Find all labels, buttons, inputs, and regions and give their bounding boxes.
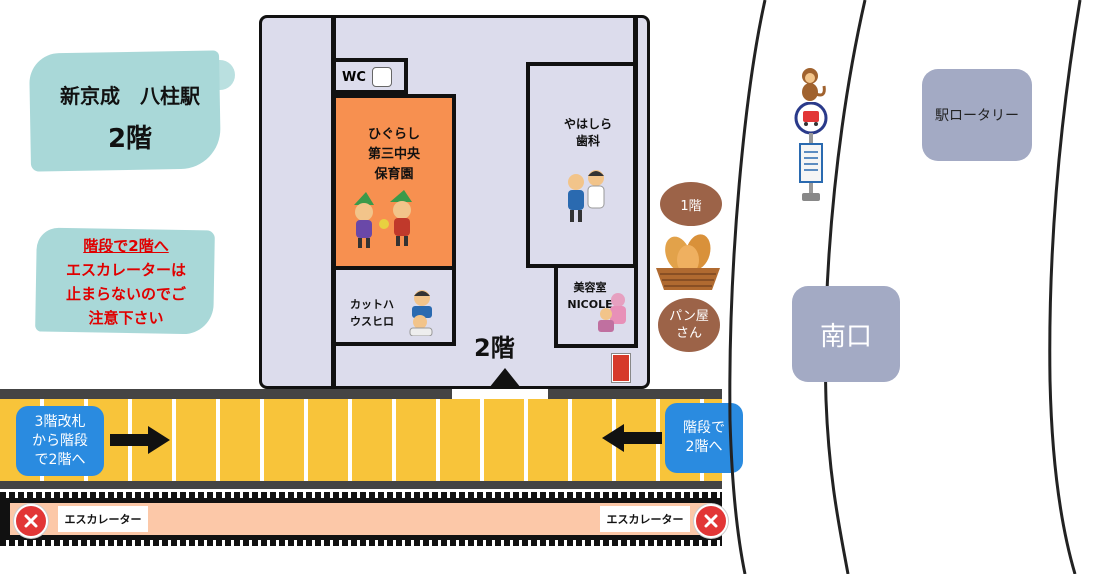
room-dental[interactable] [526,62,638,268]
bread-basket-icon [656,234,720,290]
salon-illustration-icon [598,293,626,332]
right-button-line-1: 階段で [683,420,725,436]
room-barber[interactable] [336,270,456,346]
bakery-line-1: パン屋 [669,309,709,324]
monkey-icon [802,68,826,101]
right-arrow-icon [110,426,170,454]
toilet-paper-icon [372,67,392,87]
dental-line-1: やはしら [563,117,612,131]
nursery-line-1: ひぐらし [367,127,420,142]
wall-dental-right [633,62,638,272]
dentist-illustration-icon [568,170,605,222]
wc-label: WC [342,70,366,85]
stairs-from-3f-button[interactable]: 3階改札 から階段 で2階へ [16,406,104,476]
warning-line-4: 注意下さい [88,309,164,327]
warning-text: 階段で2階へ エスカレーターは 止まらないのでご 注意下さい [36,234,216,330]
warning-line-3: 止まらないのでご [65,285,186,303]
bus-stop-icon[interactable] [792,102,830,206]
walkway-opening [452,389,548,399]
salon-line-1: 美容室 [573,281,607,294]
south-exit[interactable]: 南口 [792,286,900,382]
warning-line-2: エスカレーターは [65,261,186,279]
barber-line-1: カットハ [350,298,394,311]
kids-illustration-icon [354,190,412,248]
station-name: 新京成 八柱駅 [60,84,200,108]
left-button-line-1: 3階改札 [34,413,86,430]
escalator-right-stop-icon [694,504,728,538]
escalator-left-label: エスカレーター [58,506,148,532]
bakery-badge[interactable]: パン屋 さん [658,298,720,352]
salon-label: 美容室 NICOLE [560,279,620,313]
nursery-label: ひぐらし 第三中央 保育園 [338,125,450,185]
escalator-rail-bottom [0,540,722,546]
station-rotary[interactable]: 駅ロータリー [922,69,1032,161]
barber-label: カットハ ウスヒロ [343,296,401,330]
wall-right-vertical [633,15,638,63]
floor-label: 2階 [474,334,515,362]
escalator-rail-top [0,492,722,498]
floor-title: 2階 [107,124,153,154]
walkway-top-rail [0,389,722,399]
nursery-line-3: 保育園 [374,167,414,182]
barber-illustration-icon [409,290,433,336]
escalator-right-label: エスカレーター [600,506,690,532]
wall-left-vertical [331,15,336,389]
barber-line-2: ウスヒロ [350,315,394,328]
left-button-line-2: から階段 [32,432,88,449]
vending-machine-icon [612,354,630,382]
escalator-left-stop-icon [14,504,48,538]
first-floor-badge[interactable]: 1階 [660,182,722,226]
stairs-to-2f-button[interactable]: 階段で 2階へ [665,403,743,473]
walkway-bottom-rail [0,481,722,489]
warning-line-1: 階段で2階へ [83,237,169,255]
title-background-stroke [40,60,235,90]
dental-line-2: 歯科 [575,134,600,148]
right-button-line-2: 2階へ [685,439,723,455]
dental-label: やはしら 歯科 [548,116,628,150]
left-arrow-icon [602,424,662,452]
nursery-line-2: 第三中央 [367,147,420,162]
bakery-line-2: さん [675,326,702,341]
salon-line-2: NICOLE [567,298,613,311]
room-wc[interactable]: WC [336,58,408,94]
left-button-line-3: で2階へ [34,451,86,468]
